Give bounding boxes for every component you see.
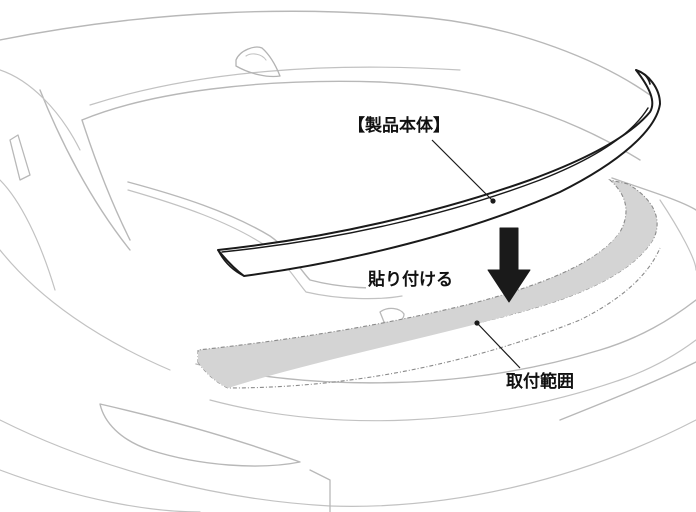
shark-fin-antenna (235, 46, 281, 78)
mounting-area-fill-extra (198, 232, 654, 388)
area-leader-line (477, 323, 521, 369)
spoiler-end-cap-left (217, 249, 245, 277)
car-roof-line (0, 10, 651, 96)
spoiler (217, 69, 661, 277)
bumper-line (0, 419, 696, 507)
taillight-left (99, 403, 301, 467)
product-body-label: 【製品本体】 (348, 116, 450, 136)
rear-window-outline (81, 80, 641, 161)
spoiler-body (217, 69, 661, 277)
product-leader-line (431, 139, 493, 201)
rear-window-lower-edge (81, 119, 131, 241)
trunk-lid-top-edge (611, 177, 696, 211)
rear-panel-line (209, 339, 696, 422)
c-pillar-left (39, 89, 131, 251)
side-window-left (0, 69, 81, 151)
rear-bottom-edge (0, 469, 201, 512)
trunk-lid-right-edge (659, 199, 696, 271)
trunk-lid-lower-line (195, 299, 696, 384)
spoiler-end-cap-right (635, 69, 651, 85)
area-leader-dot (474, 320, 480, 326)
spoiler-top-ridge (221, 107, 649, 253)
down-arrow-icon (487, 227, 531, 303)
door-line-left (0, 179, 56, 291)
product-leader-dot (490, 198, 496, 204)
car-roof-inner-line (89, 66, 461, 106)
mounting-area-label: 取付範囲 (506, 372, 574, 392)
bumper-corner (309, 469, 331, 512)
shark-fin-base (245, 53, 267, 61)
attach-label: 貼り付ける (366, 270, 455, 290)
body-side-left (0, 249, 171, 371)
mounting-area-bottom-edge (197, 247, 661, 389)
side-mirror-left (9, 134, 31, 181)
taillight-right (559, 361, 696, 421)
